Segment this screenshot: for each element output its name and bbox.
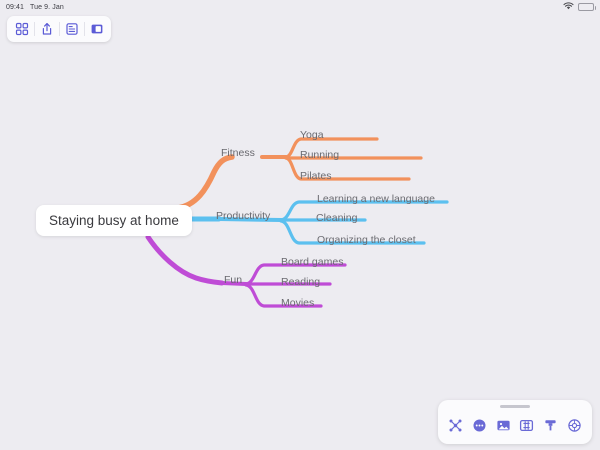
- bottom-toolbar-icons: [438, 408, 592, 444]
- grid-view-button[interactable]: [9, 18, 34, 40]
- node-shape-icon: [448, 418, 463, 433]
- leaf-label: Organizing the closet: [317, 234, 416, 246]
- status-bar-right: [563, 2, 596, 12]
- share-icon: [40, 22, 54, 36]
- leaf-node-pilates[interactable]: Pilates: [300, 171, 332, 182]
- leaf-label: Reading: [281, 276, 321, 288]
- sidebar-panel-icon: [90, 22, 104, 36]
- branch-node-fun[interactable]: Fun: [224, 275, 242, 286]
- branch-label: Fitness: [221, 147, 255, 159]
- grid-icon: [15, 22, 29, 36]
- branch-label: Productivity: [216, 210, 271, 222]
- more-options-button[interactable]: [471, 417, 488, 434]
- sidebar-button[interactable]: [84, 18, 109, 40]
- branch-node-fitness[interactable]: Fitness: [221, 148, 255, 159]
- leaf-node-reading[interactable]: Reading: [281, 277, 320, 288]
- brush-icon: [543, 418, 558, 433]
- leaf-node-board-games[interactable]: Board games: [281, 257, 343, 268]
- leaf-label: Learning a new language: [317, 193, 435, 205]
- leaf-label: Board games: [281, 256, 344, 268]
- leaf-node-yoga[interactable]: Yoga: [300, 130, 324, 141]
- leaf-label: Running: [300, 149, 340, 161]
- leaf-label: Yoga: [300, 129, 324, 141]
- bottom-toolbar: [438, 400, 592, 444]
- insert-image-button[interactable]: [495, 417, 512, 434]
- status-date: Tue 9. Jan: [30, 3, 64, 11]
- leaf-label: Movies: [281, 297, 315, 309]
- insert-sticker-button[interactable]: [518, 417, 535, 434]
- outline-button[interactable]: [59, 18, 84, 40]
- branch-label: Fun: [224, 274, 243, 286]
- sticker-icon: [519, 418, 534, 433]
- share-button[interactable]: [34, 18, 59, 40]
- leaf-node-running[interactable]: Running: [300, 150, 339, 161]
- leaf-node-learning-a-new-language[interactable]: Learning a new language: [317, 194, 435, 205]
- brush-button[interactable]: [542, 417, 559, 434]
- leaf-node-movies[interactable]: Movies: [281, 298, 314, 309]
- status-bar-left: 09:41 Tue 9. Jan: [6, 4, 64, 11]
- ellipsis-circle-icon: [472, 418, 487, 433]
- battery-icon: [578, 3, 596, 11]
- drag-handle[interactable]: [500, 405, 530, 408]
- leaf-node-organizing-the-closet[interactable]: Organizing the closet: [317, 235, 416, 246]
- root-node-label: Staying busy at home: [49, 213, 179, 228]
- leaf-node-cleaning[interactable]: Cleaning: [316, 213, 357, 224]
- outline-icon: [65, 22, 79, 36]
- node-shape-button[interactable]: [447, 417, 464, 434]
- photo-icon: [496, 418, 511, 433]
- top-toolbar: [7, 16, 111, 42]
- branch-node-productivity[interactable]: Productivity: [216, 211, 270, 222]
- leaf-label: Cleaning: [316, 212, 358, 224]
- gear-icon: [567, 418, 582, 433]
- status-time: 09:41: [6, 3, 25, 11]
- leaf-label: Pilates: [300, 170, 332, 182]
- status-bar: 09:41 Tue 9. Jan: [0, 0, 600, 14]
- root-node[interactable]: Staying busy at home: [36, 205, 192, 236]
- settings-button[interactable]: [566, 417, 583, 434]
- wifi-icon: [563, 2, 574, 12]
